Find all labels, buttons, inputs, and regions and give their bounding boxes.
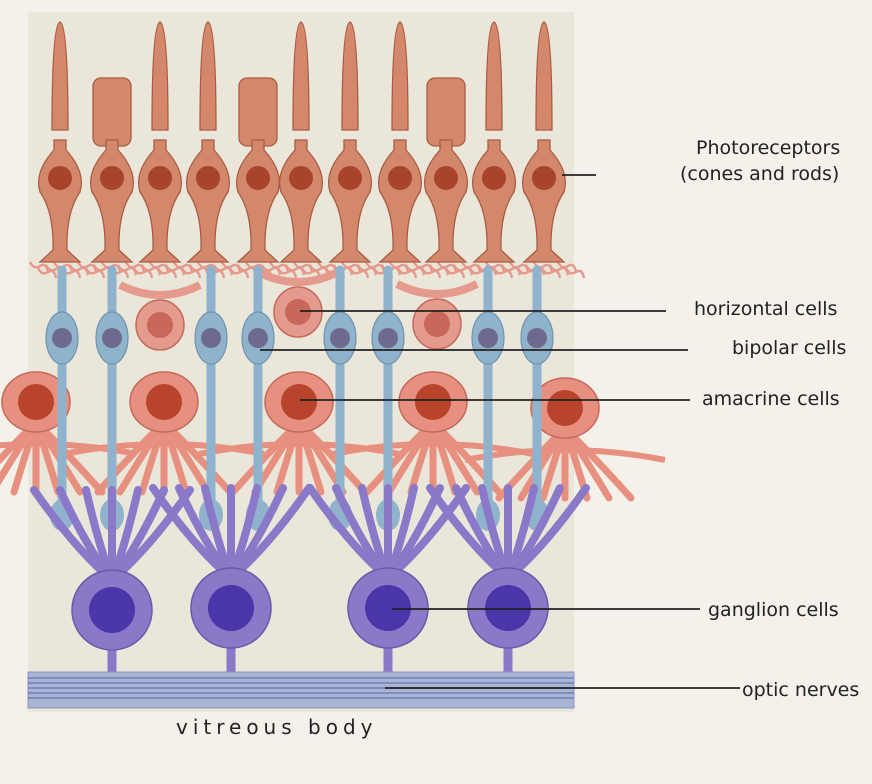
photoreceptor-nucleus — [482, 166, 506, 190]
bipolar-nucleus — [201, 328, 221, 348]
ganglion-nucleus — [485, 585, 531, 631]
cone-outer-segment — [93, 78, 131, 146]
bipolar-nucleus — [378, 328, 398, 348]
amacrine-nucleus — [415, 384, 451, 420]
photoreceptor-nucleus — [100, 166, 124, 190]
photoreceptor-nucleus — [434, 166, 458, 190]
bipolar-nucleus — [330, 328, 350, 348]
photoreceptor-nucleus — [196, 166, 220, 190]
label-optic-nerves: optic nerves — [742, 678, 859, 702]
photoreceptor-nucleus — [532, 166, 556, 190]
amacrine-nucleus — [281, 384, 317, 420]
horizontal-nucleus — [424, 311, 450, 337]
bipolar-nucleus — [102, 328, 122, 348]
photoreceptor-nucleus — [48, 166, 72, 190]
label-amacrine-cells: amacrine cells — [702, 387, 840, 411]
label-photoreceptors-subtitle: (cones and rods) — [680, 162, 839, 186]
ganglion-nucleus — [89, 587, 135, 633]
horizontal-nucleus — [285, 299, 311, 325]
label-bipolar-cells: bipolar cells — [732, 336, 846, 360]
bipolar-nucleus — [52, 328, 72, 348]
bipolar-nucleus — [478, 328, 498, 348]
photoreceptor-nucleus — [246, 166, 270, 190]
label-ganglion-cells: ganglion cells — [708, 598, 839, 622]
cone-outer-segment — [239, 78, 277, 146]
amacrine-nucleus — [146, 384, 182, 420]
ganglion-nucleus — [365, 585, 411, 631]
photoreceptor-nucleus — [338, 166, 362, 190]
amacrine-nucleus — [547, 390, 583, 426]
label-vitreous-body: vitreous body — [176, 715, 377, 739]
horizontal-nucleus — [147, 312, 173, 338]
photoreceptor-nucleus — [289, 166, 313, 190]
ganglion-nucleus — [208, 585, 254, 631]
optic-nerve-layer — [28, 672, 574, 708]
bipolar-nucleus — [248, 328, 268, 348]
photoreceptor-nucleus — [148, 166, 172, 190]
label-horizontal-cells: horizontal cells — [694, 297, 837, 321]
bipolar-nucleus — [527, 328, 547, 348]
label-photoreceptors: Photoreceptors — [696, 136, 840, 160]
cone-outer-segment — [427, 78, 465, 146]
amacrine-nucleus — [18, 384, 54, 420]
photoreceptor-nucleus — [388, 166, 412, 190]
